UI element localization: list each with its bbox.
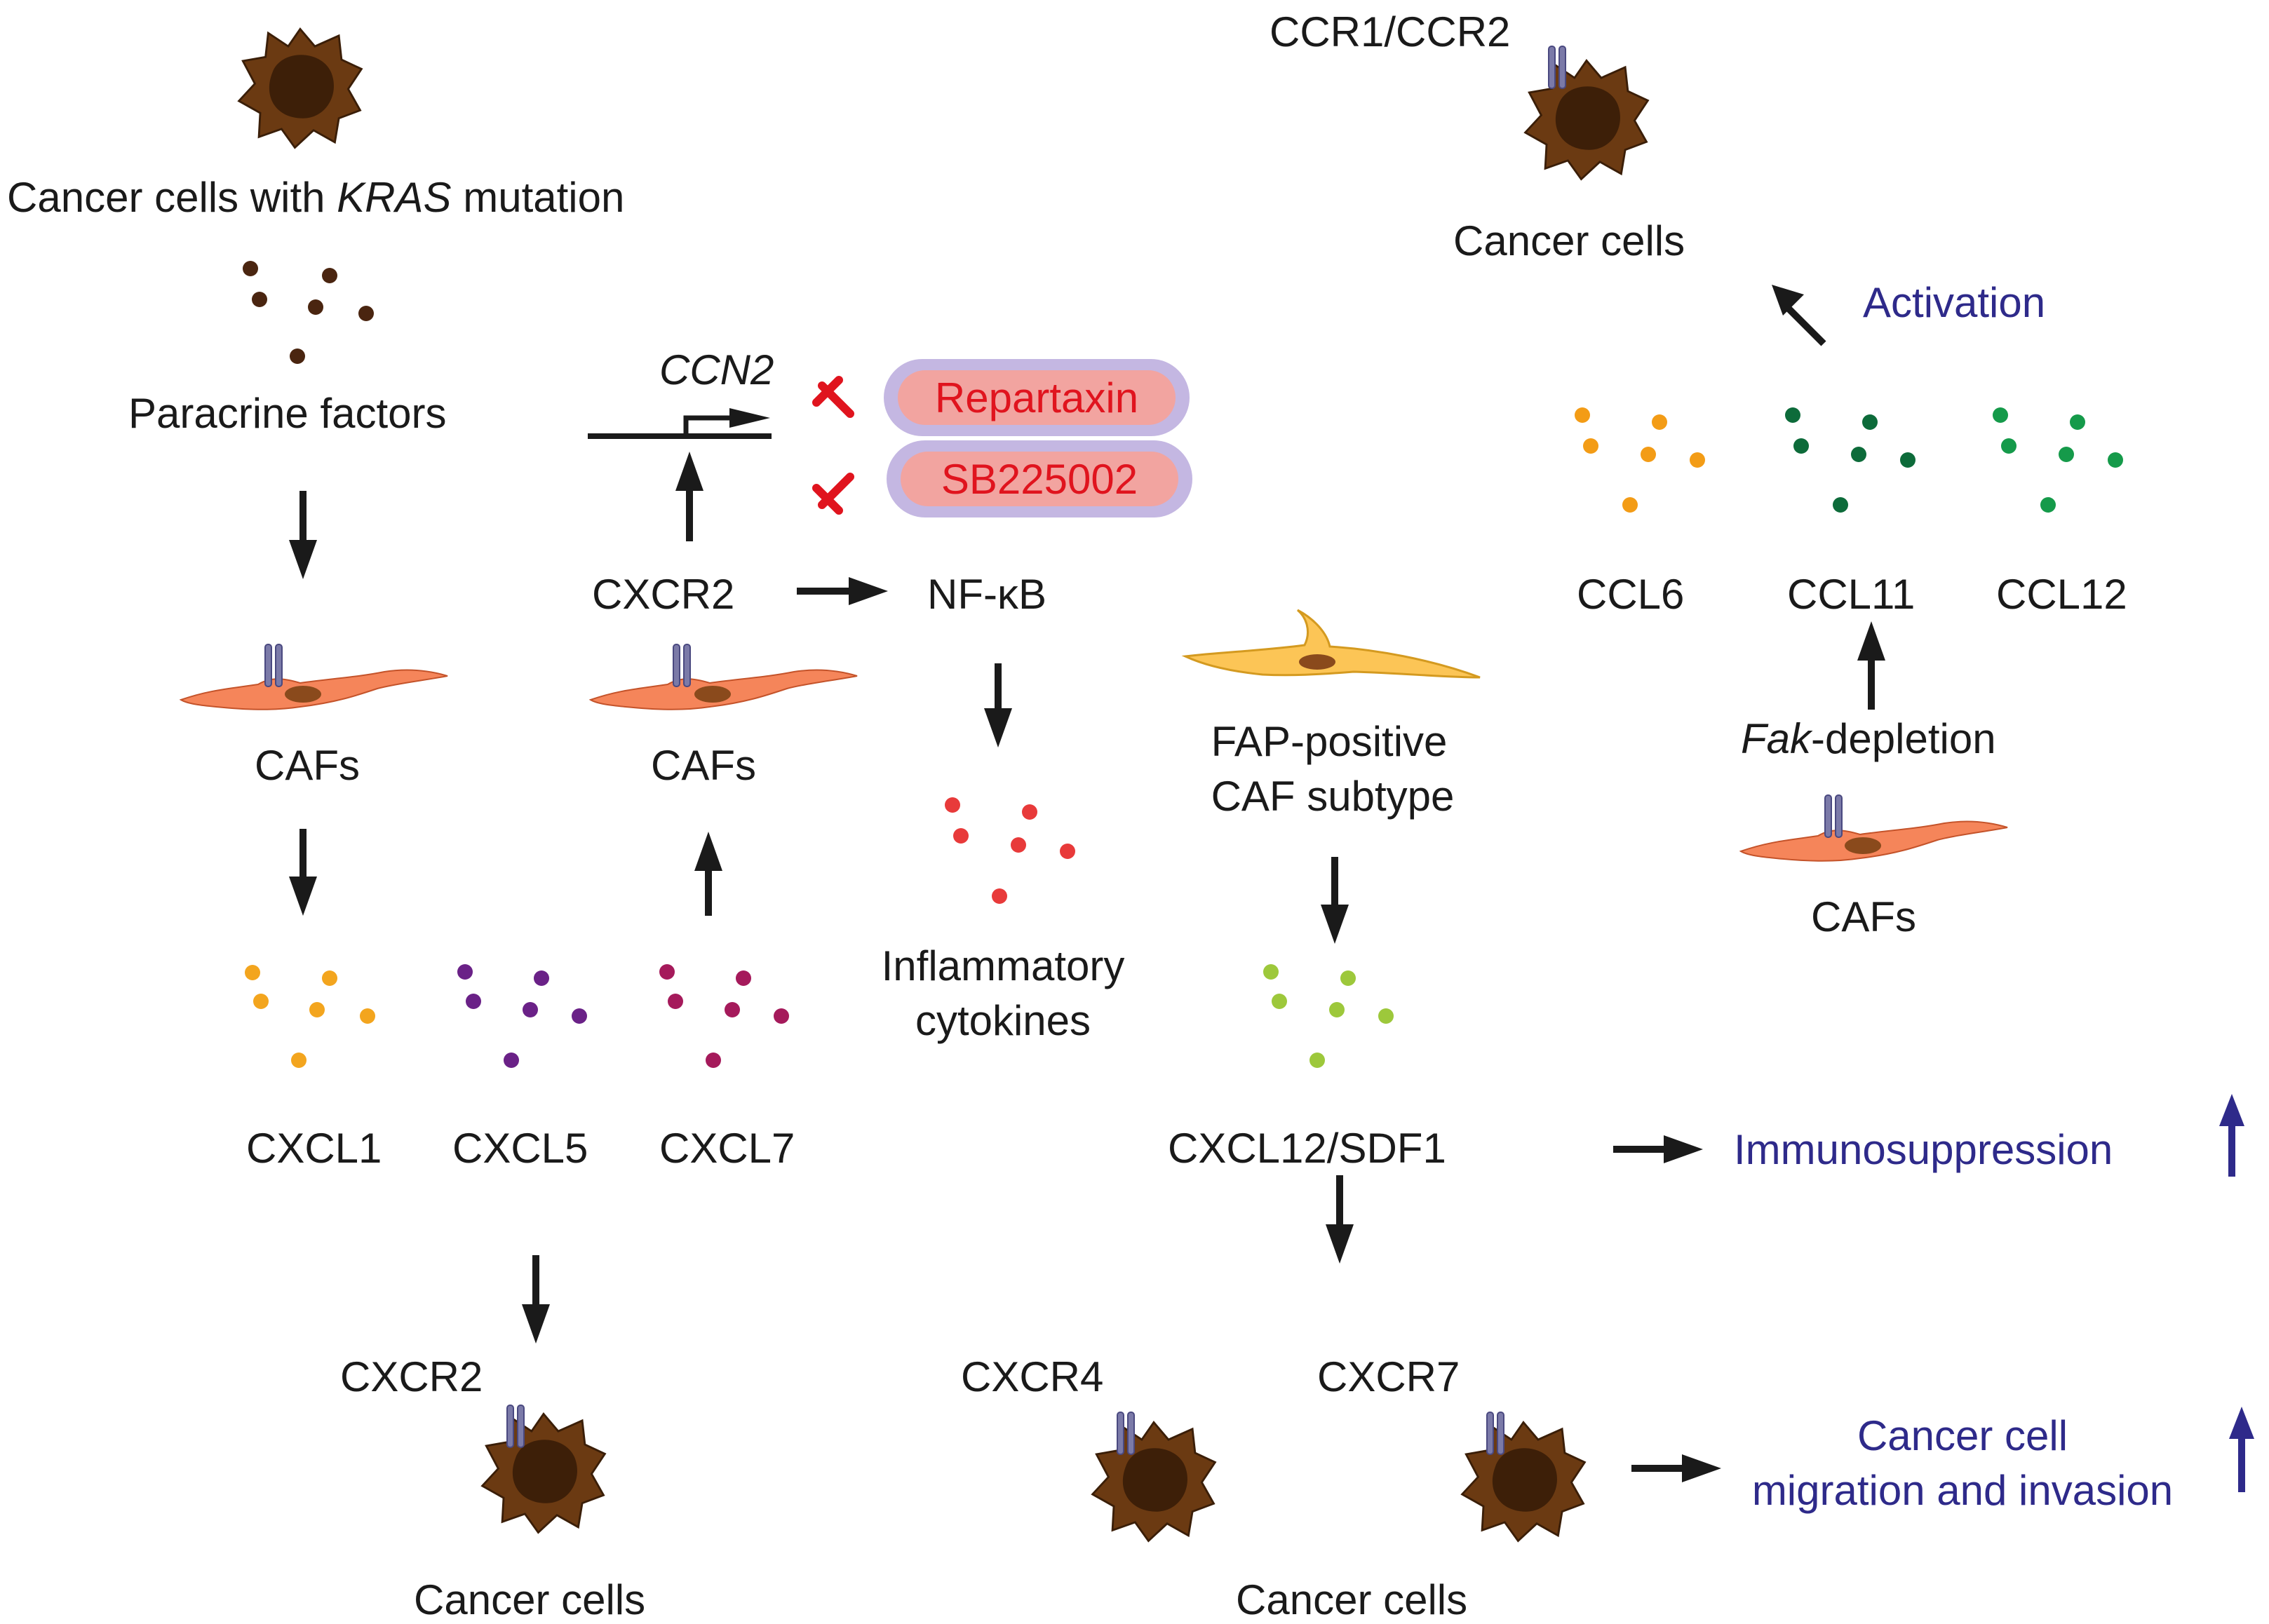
arrow-fap-to-cxcl12 bbox=[1321, 857, 1349, 944]
inhibitor-bar-repartaxin-icon bbox=[812, 376, 854, 418]
ccl12-dots bbox=[1993, 407, 2123, 513]
up-arrow-immunosuppression-icon bbox=[2219, 1094, 2244, 1177]
repartaxin-label: Repartaxin bbox=[935, 374, 1138, 421]
kras-cancer-cells-label: Cancer cells with KRAS mutation bbox=[7, 174, 624, 221]
kras-cancer-cell-icon bbox=[238, 27, 363, 149]
cxcr2-middle-label: CXCR2 bbox=[592, 571, 734, 618]
arrow-cxcr2-to-nfkb bbox=[797, 577, 888, 605]
ccl12-label: CCL12 bbox=[1996, 571, 2127, 618]
ccl11-dots bbox=[1785, 407, 1915, 513]
cxcl1-label: CXCL1 bbox=[246, 1125, 382, 1172]
arrow-cells-to-migration bbox=[1631, 1454, 1721, 1482]
migration-invasion-line2: migration and invasion bbox=[1752, 1467, 2173, 1514]
inflammatory-cytokine-dots bbox=[945, 797, 1075, 904]
caf-left-icon bbox=[180, 644, 448, 710]
arrow-cafs-to-cxcl bbox=[289, 829, 317, 916]
cxcl7-label: CXCL7 bbox=[659, 1125, 795, 1172]
cafs-middle-label: CAFs bbox=[651, 742, 756, 789]
cxcr4-label: CXCR4 bbox=[961, 1353, 1103, 1400]
inhibitor-bar-sb225002-icon bbox=[812, 473, 854, 515]
cancer-cells-bottom-middle-label: Cancer cells bbox=[1236, 1576, 1467, 1623]
cxcl1-dots bbox=[245, 965, 375, 1068]
ccl6-label: CCL6 bbox=[1577, 571, 1684, 618]
cancer-cell-bottom-left-icon bbox=[481, 1405, 606, 1534]
fap-positive-label-line2: CAF subtype bbox=[1211, 773, 1455, 820]
cafs-right-label: CAFs bbox=[1811, 893, 1916, 940]
ccl11-label: CCL11 bbox=[1787, 571, 1915, 618]
cancer-cell-cxcr4-icon bbox=[1091, 1412, 1216, 1542]
inflammatory-cytokines-line2: cytokines bbox=[915, 997, 1091, 1044]
repartaxin-pill: Repartaxin bbox=[884, 359, 1190, 436]
cafs-left-label: CAFs bbox=[255, 742, 360, 789]
activation-label: Activation bbox=[1863, 279, 2045, 326]
migration-invasion-line1: Cancer cell bbox=[1857, 1412, 2068, 1459]
cxcl12-dots bbox=[1263, 964, 1394, 1068]
sb225002-pill: SB225002 bbox=[887, 440, 1192, 517]
fak-depletion-label: Fak-depletion bbox=[1741, 715, 1996, 762]
ccn2-gene-label: CCN2 bbox=[659, 346, 774, 393]
inflammatory-cytokines-line1: Inflammatory bbox=[882, 942, 1125, 989]
cxcr2-bottom-label: CXCR2 bbox=[340, 1353, 483, 1400]
arrow-cxcl-to-cxcr2 bbox=[522, 1255, 550, 1344]
arrow-fak-to-ccl11 bbox=[1857, 621, 1885, 710]
fap-positive-label-line1: FAP-positive bbox=[1211, 718, 1448, 765]
arrow-nfkb-to-cytokines bbox=[984, 663, 1012, 747]
cxcl5-label: CXCL5 bbox=[452, 1125, 588, 1172]
caf-middle-icon bbox=[590, 644, 858, 710]
ccr1-ccr2-label: CCR1/CCR2 bbox=[1270, 8, 1510, 55]
arrow-cxcr2-to-ccn2 bbox=[675, 452, 703, 541]
arrow-paracrine-to-cafs bbox=[289, 491, 317, 579]
arrow-cxcl12-to-immunosuppression bbox=[1613, 1135, 1703, 1163]
paracrine-factor-dots bbox=[243, 261, 374, 364]
arrow-cxcl12-to-cxcr bbox=[1326, 1175, 1354, 1264]
fap-positive-caf-icon bbox=[1181, 609, 1481, 679]
arrow-to-activation bbox=[1772, 285, 1826, 346]
immunosuppression-label: Immunosuppression bbox=[1734, 1126, 2113, 1173]
sb225002-label: SB225002 bbox=[941, 456, 1138, 503]
nfkb-label: NF-κB bbox=[927, 571, 1046, 618]
cxcl12-sdf1-label: CXCL12/SDF1 bbox=[1168, 1125, 1446, 1172]
ccn2-gene-promoter-icon bbox=[588, 408, 772, 439]
cancer-cells-bottom-left-label: Cancer cells bbox=[414, 1576, 645, 1623]
arrow-cxcl7-to-cafs bbox=[694, 832, 722, 916]
cancer-cell-cxcr7-icon bbox=[1461, 1412, 1586, 1542]
cxcl7-dots bbox=[659, 964, 789, 1068]
caf-right-icon bbox=[1740, 794, 2008, 862]
ccl6-dots bbox=[1575, 407, 1705, 513]
cancer-cells-top-right-label: Cancer cells bbox=[1453, 217, 1685, 264]
cxcr7-label: CXCR7 bbox=[1317, 1353, 1460, 1400]
cxcl5-dots bbox=[457, 964, 587, 1068]
paracrine-factors-label: Paracrine factors bbox=[128, 390, 447, 437]
cancer-cell-top-right-icon bbox=[1524, 46, 1649, 180]
up-arrow-migration-icon bbox=[2229, 1407, 2254, 1492]
